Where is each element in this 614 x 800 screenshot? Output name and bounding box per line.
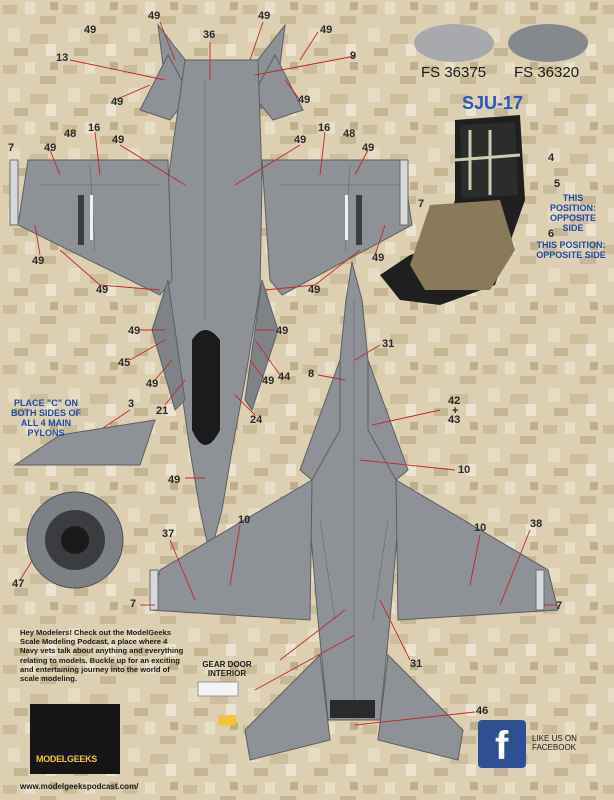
callout-49: 49 (112, 134, 125, 146)
callout-31: 31 (382, 338, 395, 350)
podcast-promo-text: Hey Modelers! Check out the ModelGeeks S… (20, 628, 184, 684)
canopy-top (192, 330, 220, 445)
swatch-fs36320 (508, 24, 588, 62)
seat-title: SJU-17 (462, 93, 524, 113)
wingtip-rail-bottom-left (149, 569, 159, 611)
callout-31: 31 (410, 658, 423, 670)
seat-note-5: THIS POSITION: OPPOSITE SIDE (549, 193, 596, 233)
callout-10: 10 (474, 522, 487, 534)
callout-7: 7 (418, 198, 425, 210)
callout-38: 38 (530, 518, 543, 530)
callout-49: 49 (44, 142, 57, 154)
callout-49: 49 (258, 10, 271, 22)
callout-49: 49 (168, 474, 181, 486)
pylon-note: PLACE "C" ON BOTH SIDES OF ALL 4 MAIN PY… (10, 398, 81, 438)
seat-callout-6: 6 (548, 228, 555, 240)
callout-49: 49 (262, 375, 275, 387)
callout-44: 44 (278, 371, 291, 383)
seat-callout-4: 4 (548, 152, 555, 164)
callout-16: 16 (318, 122, 331, 134)
callout-7: 7 (556, 600, 563, 612)
callout-49: 49 (84, 24, 97, 36)
callout-37: 37 (162, 528, 175, 540)
podcast-url[interactable]: www.modelgeekspodcast.com/ (20, 782, 139, 791)
callout-49: 49 (372, 252, 385, 264)
seat-callout-5: 5 (554, 178, 561, 190)
callout-48: 48 (64, 128, 77, 140)
callout-49: 49 (128, 325, 141, 337)
callout-49: 49 (146, 378, 159, 390)
callout-9: 9 (350, 50, 357, 62)
facebook-like-text: LIKE US ON FACEBOOK (532, 734, 577, 752)
callout-47: 47 (12, 578, 25, 590)
gear-door-label: GEAR DOOR INTERIOR (202, 660, 252, 678)
callout-45: 45 (118, 357, 131, 369)
callout-49: 49 (148, 10, 161, 22)
callout-13: 13 (56, 52, 69, 64)
callout-8: 8 (308, 368, 315, 380)
callout-3: 3 (128, 398, 135, 410)
callout-49: 49 (294, 134, 307, 146)
callout-7: 7 (8, 142, 15, 154)
wingtip-rail-bottom-right (535, 569, 545, 611)
wingtip-rail-left (9, 159, 19, 226)
callout-49: 49 (96, 284, 109, 296)
callout-46: 46 (476, 705, 489, 717)
callout-49: 49 (298, 94, 311, 106)
callout-16: 16 (88, 122, 101, 134)
swatch-fs36375 (414, 24, 494, 62)
callout-42: 42 (448, 395, 461, 407)
callout-43: 43 (448, 414, 461, 426)
callout-49: 49 (362, 142, 375, 154)
callout-36: 36 (203, 29, 216, 41)
swatch-label-fs36375: FS 36375 (421, 64, 487, 81)
callout-49: 49 (276, 325, 289, 337)
gear-door-decal (197, 681, 239, 697)
callout-49: 49 (308, 284, 321, 296)
facebook-icon[interactable]: f (478, 720, 526, 768)
callout-49: 49 (320, 24, 333, 36)
logo-text: MODELGEEKS (36, 754, 98, 764)
ejection-seat (380, 115, 525, 305)
wingtip-rail-right (399, 159, 409, 226)
callout-24: 24 (250, 414, 263, 426)
pylon (13, 419, 156, 466)
callout-10: 10 (458, 464, 471, 476)
callout-48: 48 (343, 128, 356, 140)
callout-7: 7 (130, 598, 137, 610)
modelgeeks-logo: MODELGEEKS (30, 704, 120, 774)
callout-21: 21 (156, 405, 169, 417)
callout-plus: + (452, 405, 459, 417)
swatch-label-fs36320: FS 36320 (514, 64, 580, 81)
callout-49: 49 (111, 96, 124, 108)
aircraft-top-view (17, 23, 413, 556)
callout-49: 49 (32, 255, 45, 267)
callout-10: 10 (238, 514, 251, 526)
seat-note-6: THIS POSITION: OPPOSITE SIDE (536, 240, 606, 260)
